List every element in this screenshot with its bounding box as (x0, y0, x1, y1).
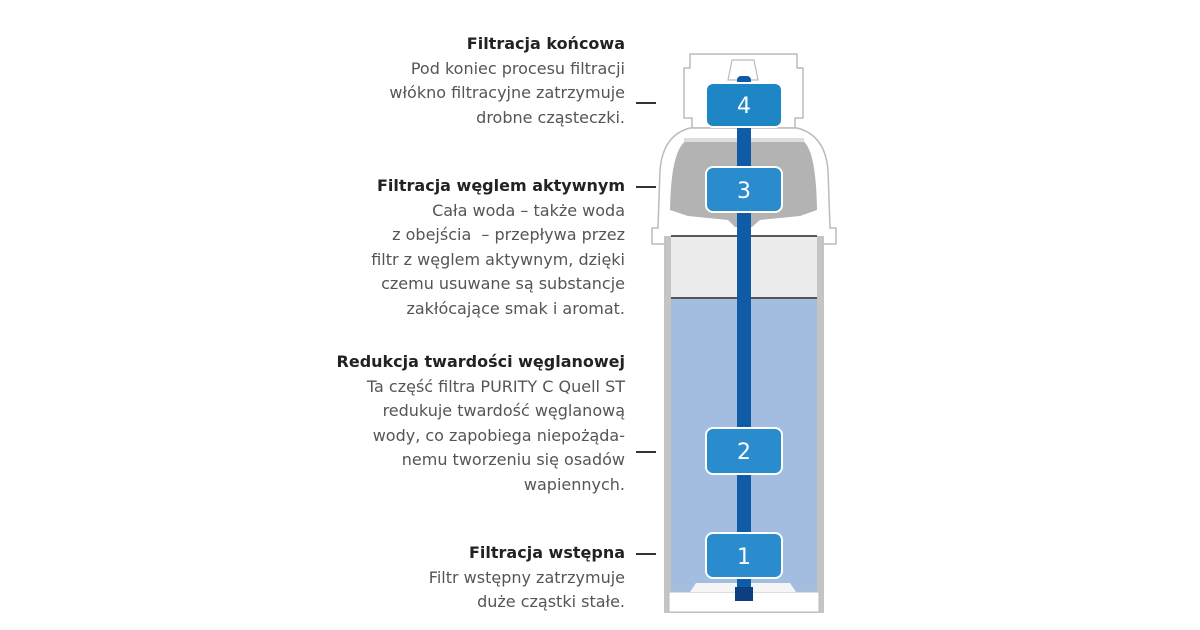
stage-text: Ta część filtra PURITY C Quell ST (366, 376, 625, 396)
stage-text: wody, co zapobiega niepożąda- (372, 425, 625, 445)
stage-title: Redukcja twardości węglanowej (336, 352, 625, 371)
leader-line-2 (636, 451, 656, 453)
leader-line-4 (636, 102, 656, 104)
svg-text:4: 4 (737, 94, 751, 119)
stage-text: redukuje twardość węglanową (382, 401, 625, 420)
leader-line-1 (636, 553, 656, 555)
stage-badge-1: 1 (705, 532, 783, 579)
stage-text: czemu usuwane są substancje (381, 274, 625, 293)
stage-badge-3: 3 (705, 166, 783, 213)
stage-text: Cała woda – także woda (432, 200, 625, 220)
leader-line-3 (636, 186, 656, 188)
stage-text: duże cząstki stałe. (477, 592, 625, 611)
stage-text: Filtr wstępny zatrzymuje (428, 567, 625, 587)
stage-title: Filtracja węglem aktywnym (376, 176, 625, 195)
stage-text: wapiennych. (523, 474, 625, 494)
stage-text: drobne cząsteczki. (476, 107, 625, 127)
svg-text:2: 2 (737, 440, 751, 465)
stage-1-description: Filtracja wstępna Filtr wstępny zatrzymu… (429, 541, 625, 615)
svg-text:3: 3 (737, 179, 751, 204)
stage-4-description: Filtracja końcowa Pod koniec procesu fil… (389, 32, 625, 130)
svg-text:1: 1 (737, 545, 751, 570)
stage-badge-2: 2 (705, 427, 783, 475)
stage-text: Pod koniec procesu filtracji (410, 58, 625, 78)
stage-text: filtr z węglem aktywnym, dzięki (371, 249, 625, 269)
stage-badge-4: 4 (705, 82, 783, 128)
stage-title: Filtracja końcowa (466, 34, 625, 53)
stage-text: z obejścia – przepływa przez (392, 225, 625, 244)
stage-2-description: Redukcja twardości węglanowej Ta część f… (337, 350, 625, 497)
stage-text: nemu tworzeniu się osadów (401, 450, 625, 469)
stage-3-description: Filtracja węglem aktywnym Cała woda – ta… (371, 174, 625, 321)
stage-text: zakłócające smak i aromat. (406, 298, 625, 318)
stage-title: Filtracja wstępna (468, 543, 625, 562)
central-tube (737, 76, 751, 594)
stage-text: włókno filtracyjne zatrzymuje (389, 83, 625, 102)
